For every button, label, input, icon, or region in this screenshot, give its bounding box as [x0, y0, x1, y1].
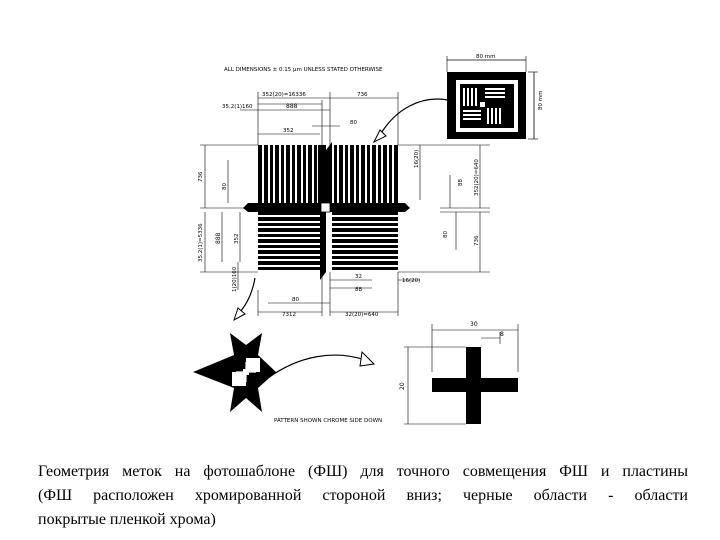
cross-height-label: 20 [399, 382, 406, 390]
star-mark [193, 333, 276, 412]
footer-note: PATTERN SHOWN CHROME SIDE DOWN [274, 418, 382, 424]
zoom-arrowhead-bottom [359, 350, 376, 367]
dim-top-c: 35.2(1)160 [222, 104, 253, 110]
dim-left-d: 888 [215, 232, 222, 244]
zoom-arrowhead-top [372, 129, 387, 144]
alignment-mark-figure: ALL DIMENSIONS ± 0.15 µm UNLESS STATED O… [193, 54, 544, 425]
mask-height-label: 80 mm [538, 91, 544, 110]
dim-bottom-b: 88 [355, 287, 362, 293]
dim-right-a: 16(20) [414, 150, 420, 168]
dim-top-d: 888 [286, 103, 298, 110]
caption-line-1: Геометрия меток на фотошаблоне (ФШ) для … [38, 463, 688, 480]
zoom-arrow-left [239, 277, 256, 313]
dim-left-f: 1(20)160 [232, 266, 238, 292]
dim-left-c: 35.2(1)=5336 [198, 223, 204, 262]
cross-width-label: 30 [470, 321, 478, 328]
dim-bottom-d: 80 [292, 297, 299, 303]
dimensions-left [200, 144, 258, 290]
figure-caption: Геометрия меток на фотошаблоне (ФШ) для … [38, 460, 688, 532]
dim-bottom-e: 7312 [282, 312, 296, 318]
zoom-arrowhead-left [233, 307, 246, 322]
dim-right-c: 352(20)=640 [474, 159, 480, 196]
dim-bottom-c: 16(20) [402, 278, 420, 284]
dimensions-right [398, 144, 490, 273]
cross-arm-label: 8 [500, 331, 504, 338]
quadrant-top-right [326, 142, 398, 203]
quadrant-bottom-left [258, 212, 326, 280]
center-window [320, 202, 331, 213]
dim-right-b: 88 [458, 179, 464, 186]
dim-bottom-f: 32(20)=640 [345, 312, 379, 318]
dim-right-e: 736 [474, 235, 480, 246]
quadrant-top-left [258, 145, 326, 203]
zoom-arrow-top [379, 98, 449, 136]
dim-top-e: 80 [350, 120, 357, 126]
dim-top-a: 352(20)=16336 [262, 92, 306, 98]
mask-width-label: 80 mm [476, 54, 495, 60]
alignment-pattern [243, 142, 410, 280]
dim-left-a: 736 [198, 171, 204, 182]
quadrant-bottom-right [332, 212, 398, 270]
dim-top-f: 352 [283, 128, 294, 134]
zoom-arrow-bottom [267, 354, 366, 379]
mask-plate: 80 mm 80 mm [446, 54, 544, 140]
dim-left-e: 352 [234, 234, 240, 245]
caption-line-3: покрытые пленкой хрома) [38, 511, 216, 528]
dimensions-top [240, 92, 399, 145]
header-note: ALL DIMENSIONS ± 0.15 µm UNLESS STATED O… [224, 67, 383, 73]
dimensions-bottom [257, 272, 420, 316]
caption-line-2: (ФШ расположен хромированной стороной вн… [38, 487, 688, 504]
dim-bottom-a: 32 [355, 274, 362, 280]
cross-detail: 30 8 20 [399, 321, 519, 425]
dim-right-d: 80 [443, 231, 449, 238]
dim-top-b: 736 [357, 92, 368, 98]
dim-left-b: 80 [222, 183, 228, 190]
